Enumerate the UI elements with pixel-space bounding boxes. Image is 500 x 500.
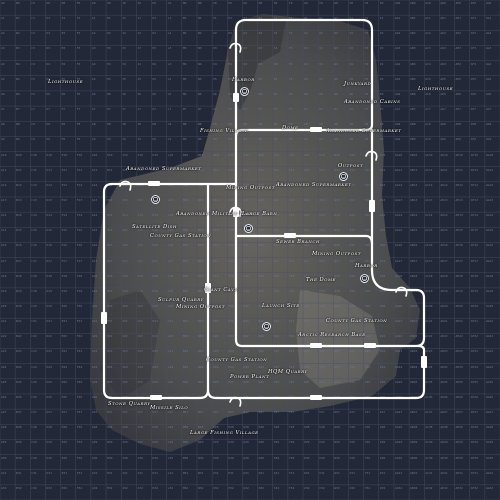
map-label[interactable]: Mining Outpost bbox=[226, 185, 275, 191]
map-label[interactable]: Mining Outpost bbox=[176, 304, 225, 310]
rail-loop-south bbox=[206, 344, 426, 400]
map-label[interactable]: Sulfur Quarry bbox=[158, 297, 204, 303]
tunnel-entrance-icon[interactable] bbox=[229, 206, 242, 217]
map-label[interactable]: Abandoned Supermarket bbox=[126, 166, 202, 172]
map-label[interactable]: Arctic Research Base bbox=[298, 332, 366, 338]
tunnel-entrance-icon[interactable] bbox=[119, 180, 132, 191]
train-station-icon[interactable] bbox=[360, 274, 369, 283]
map-label[interactable]: Stone Quarry bbox=[108, 401, 151, 407]
tunnel-entrance-icon[interactable] bbox=[229, 396, 242, 407]
rail-signal-icon[interactable] bbox=[364, 343, 376, 348]
rail-signal-icon[interactable] bbox=[205, 283, 211, 293]
rail-line-mid bbox=[234, 234, 374, 246]
map-label[interactable]: Dome bbox=[282, 125, 299, 131]
map-label[interactable]: Sewer Branch bbox=[276, 239, 320, 245]
rail-signals bbox=[101, 93, 427, 400]
tunnel-entrance-icon[interactable] bbox=[365, 150, 378, 161]
train-station-icon[interactable] bbox=[244, 224, 253, 233]
rail-signal-icon[interactable] bbox=[284, 233, 296, 238]
map-label[interactable]: Lighthouse bbox=[418, 86, 454, 92]
rail-signal-icon[interactable] bbox=[233, 208, 239, 217]
map-label[interactable]: Large Fishing Village bbox=[190, 430, 259, 436]
rail-signal-icon[interactable] bbox=[310, 343, 322, 348]
map-label[interactable]: Satellite Dish bbox=[132, 224, 177, 230]
map-label[interactable]: County Gas Station bbox=[206, 357, 268, 363]
map-label[interactable]: Abandoned Supermarket bbox=[326, 128, 402, 134]
map-label[interactable]: Harbor bbox=[355, 263, 378, 269]
map-label[interactable]: The Dome bbox=[306, 277, 336, 283]
tunnel-entrance-icon[interactable] bbox=[229, 42, 242, 53]
train-station-icon[interactable] bbox=[151, 195, 160, 204]
map-label[interactable]: County Gas Station bbox=[150, 233, 212, 239]
tunnel-entrance-icon[interactable] bbox=[395, 286, 408, 297]
rail-signal-icon[interactable] bbox=[150, 395, 162, 400]
map-label[interactable]: Launch Site bbox=[262, 303, 300, 309]
rail-signal-icon[interactable] bbox=[101, 312, 107, 324]
map-label[interactable]: Fishing Village bbox=[200, 128, 249, 134]
rail-loop-north bbox=[234, 18, 374, 138]
rail-signal-icon[interactable] bbox=[233, 93, 239, 102]
rail-loop-west bbox=[102, 182, 238, 400]
train-station-icon[interactable] bbox=[339, 172, 348, 181]
rail-line-center bbox=[234, 128, 426, 348]
train-station-icon[interactable] bbox=[262, 322, 271, 331]
map-label[interactable]: County Gas Station bbox=[326, 318, 388, 324]
map-label[interactable]: Abandoned Supermarket bbox=[276, 182, 352, 188]
map-label[interactable]: Lighthouse bbox=[48, 79, 84, 85]
rail-signal-icon[interactable] bbox=[310, 395, 322, 400]
rail-signal-icon[interactable] bbox=[421, 356, 427, 368]
map-label[interactable]: Missile Silo bbox=[150, 405, 189, 411]
train-station-icon[interactable] bbox=[240, 87, 249, 96]
map-label[interactable]: Abandoned Cabins bbox=[344, 99, 401, 105]
map-label[interactable]: Harbor bbox=[232, 77, 255, 83]
rail-signal-icon[interactable] bbox=[369, 200, 375, 212]
map-label[interactable]: HQM Quarry bbox=[268, 369, 308, 375]
map-label[interactable]: Abandoned Military Base bbox=[176, 211, 255, 217]
map-label[interactable]: Junkyard bbox=[344, 81, 372, 87]
map-label[interactable]: Mining Outpost bbox=[312, 251, 361, 257]
map-label[interactable]: Power Plant bbox=[230, 374, 270, 380]
map-label[interactable]: Giant Cave bbox=[204, 287, 238, 293]
tunnel-entrances bbox=[119, 42, 408, 407]
map-label[interactable]: Outpost bbox=[338, 163, 364, 169]
rail-signal-icon[interactable] bbox=[148, 181, 160, 186]
rail-signal-icon[interactable] bbox=[310, 127, 322, 132]
map-label[interactable]: Large Barn bbox=[242, 211, 278, 217]
